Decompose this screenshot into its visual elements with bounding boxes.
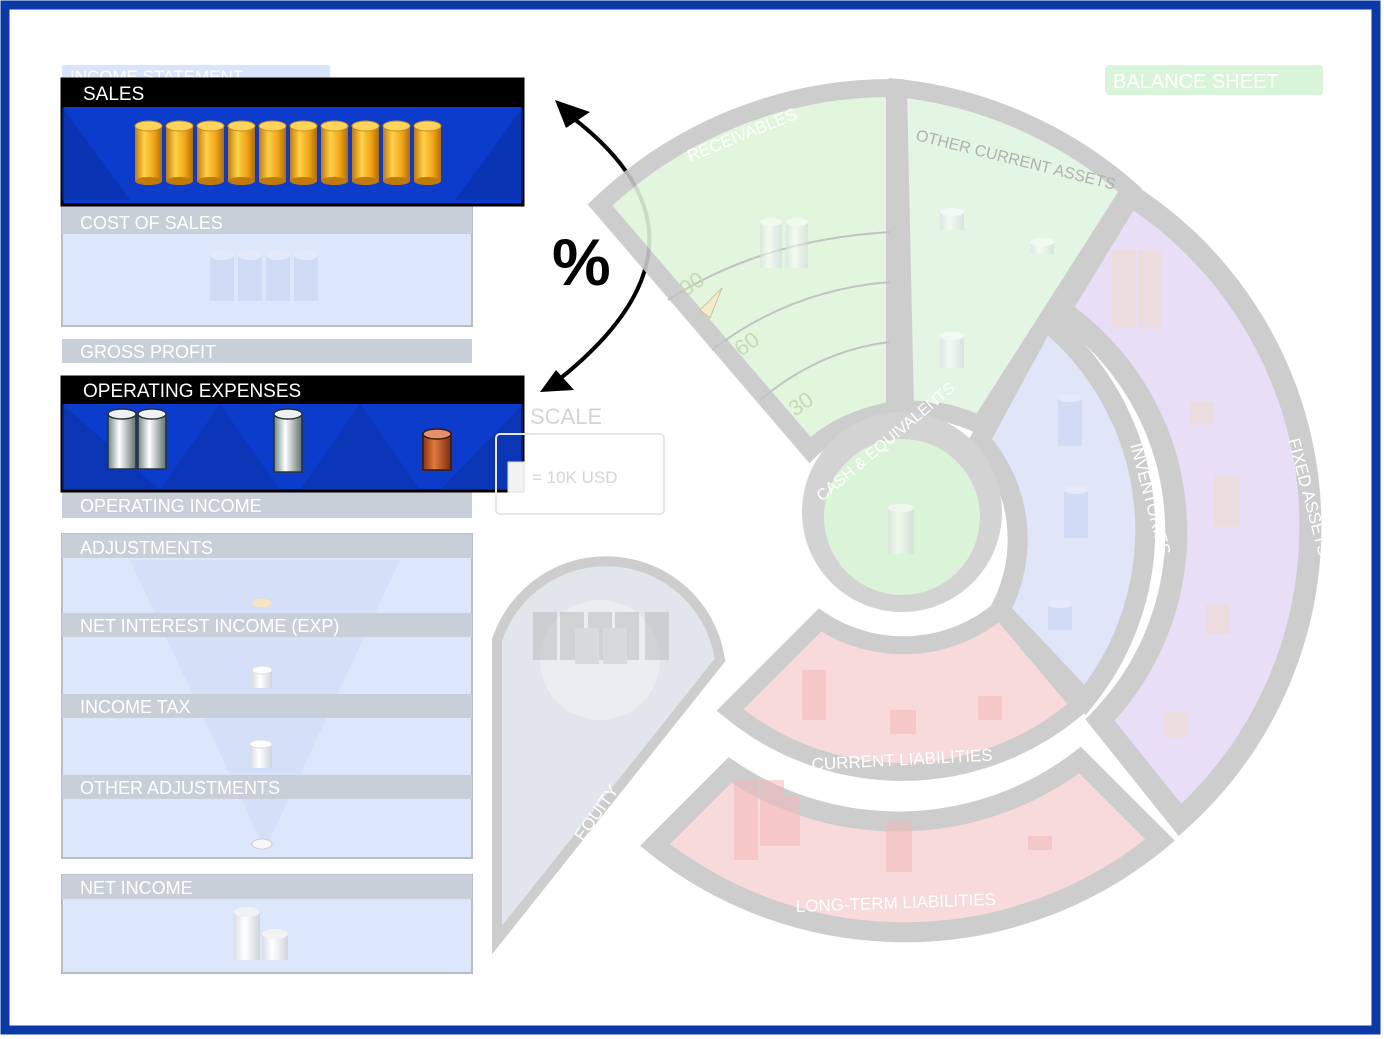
balance-sheet-header xyxy=(1105,65,1323,95)
net-income-label: NET INCOME xyxy=(80,878,193,898)
net-income-cylinders xyxy=(234,907,288,960)
balance-sheet-wheel xyxy=(492,77,1322,955)
operating-expenses-label: OPERATING EXPENSES xyxy=(83,381,301,402)
other-adjustments-coin xyxy=(251,838,273,850)
sales-label: SALES xyxy=(83,84,144,105)
cost-of-sales-label: COST OF SALES xyxy=(80,213,223,233)
scale-unit: = 10K USD xyxy=(532,468,618,487)
sales-gold-cylinders xyxy=(134,120,442,185)
balance-sheet-label: BALANCE SHEET xyxy=(1113,71,1279,93)
operating-income-label: OPERATING INCOME xyxy=(80,496,262,516)
sales-panel[interactable]: SALES xyxy=(60,77,525,207)
operating-expenses-panel[interactable]: OPERATING EXPENSES xyxy=(60,375,525,493)
scale-title: SCALE xyxy=(530,404,602,429)
gross-profit-label: GROSS PROFIT xyxy=(80,342,216,362)
balance-sheet-cylinders xyxy=(533,208,1240,872)
income-statement-column: COST OF SALES GROSS PROFIT OPERATING INC… xyxy=(61,205,473,974)
net-interest-label: NET INTEREST INCOME (EXP) xyxy=(80,616,339,636)
opex-steel-cylinders xyxy=(107,408,303,473)
tax-cylinder xyxy=(249,739,273,768)
scale-legend: SCALE = 10K USD xyxy=(495,404,665,515)
cost-of-sales-cylinders xyxy=(210,250,318,301)
net-interest-coin xyxy=(251,597,273,609)
other-adjustments-label: OTHER ADJUSTMENTS xyxy=(80,778,280,798)
ratio-symbol: % xyxy=(552,225,611,299)
income-tax-label: INCOME TAX xyxy=(80,697,190,717)
adjustments-label: ADJUSTMENTS xyxy=(80,538,213,558)
interest-cylinder xyxy=(251,665,273,688)
opex-copper-cylinder xyxy=(422,428,452,471)
